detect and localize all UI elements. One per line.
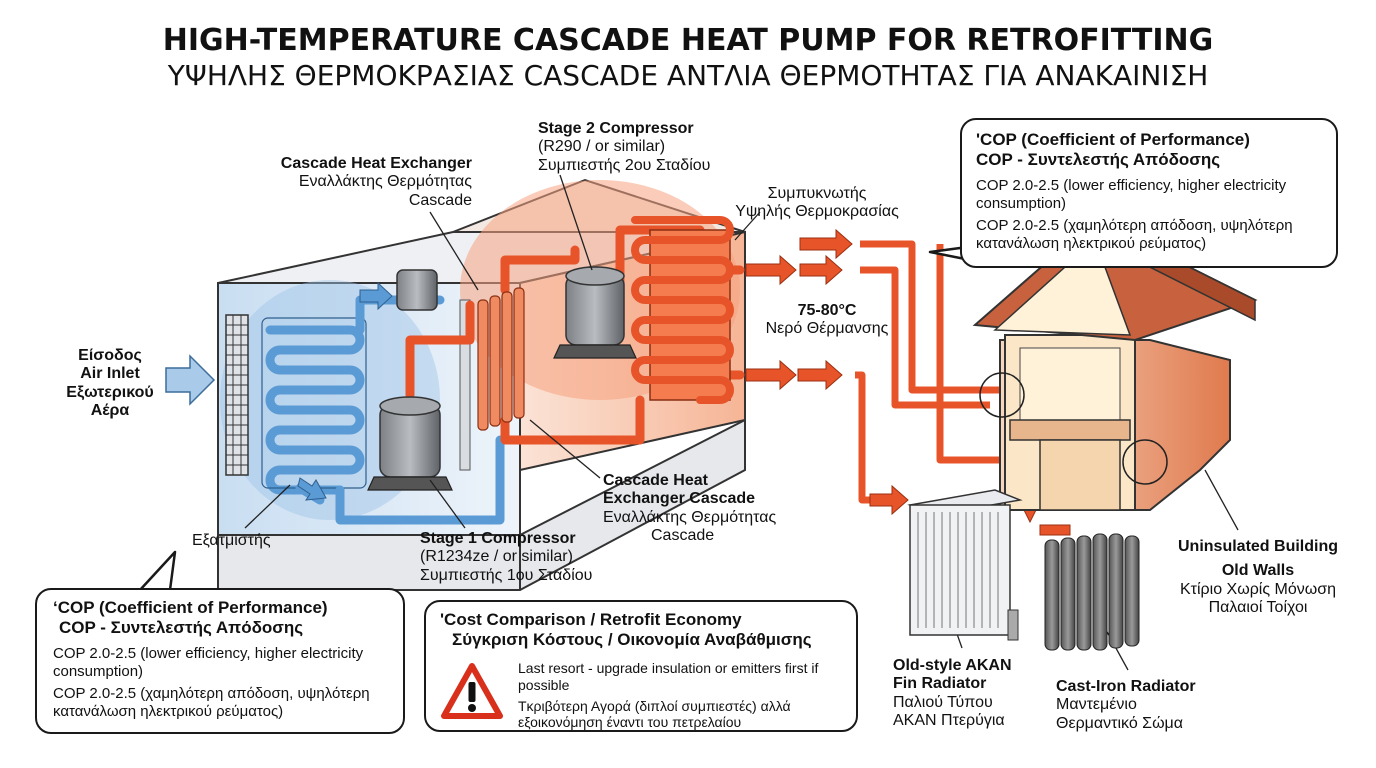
air-inlet-label: Είσοδος Air Inlet Εξωτερικού Αέρα — [66, 347, 154, 420]
stage1-compressor-label: Stage 1 Compressor (R1234ze / or similar… — [420, 530, 593, 584]
cost-heading-gr: Σύγκριση Κόστους / Οικονομία Αναβάθμισης — [452, 630, 812, 650]
cascade-hx-bottom-label: Cascade Heat Exchanger Cascade Εναλλάκτη… — [603, 472, 777, 545]
cost-text-gr: Τκριβότερη Αγορά (διπλοί συμπιεστές) αλλ… — [518, 697, 791, 731]
air-inlet-arrow — [165, 354, 216, 406]
cop-callout-bottom: ‘COP (Coefficient of Performance) COP - … — [35, 588, 405, 734]
cop-top-text-gr: COP 2.0-2.5 (χαμηλότερη απόδοση, υψηλότε… — [976, 216, 1293, 252]
cost-heading-en: 'Cost Comparison / Retrofit Economy — [440, 610, 742, 629]
akan-radiator-label: Old-style AKAN Fin Radiator Παλιού Τύπου… — [893, 657, 1012, 730]
cascade-hx-top-label: Cascade Heat Exchanger Εναλλάκτης Θερμότ… — [280, 155, 472, 209]
condenser-coil — [631, 216, 734, 404]
akan-radiator — [907, 489, 1023, 641]
cost-text-en: Last resort - upgrade insulation or emit… — [518, 660, 819, 693]
stage2-compressor-label: Stage 2 Compressor (R290 / or similar) Σ… — [538, 120, 711, 174]
cop-top-heading-en: 'COP (Coefficient of Performance) — [976, 130, 1250, 149]
cop-top-text-en: COP 2.0-2.5 (lower efficiency, higher el… — [976, 176, 1287, 212]
cascade-heat-exchanger — [477, 287, 525, 431]
hot-water-arrows — [745, 228, 853, 391]
warning-triangle-icon — [440, 662, 504, 720]
condenser-label: Συμπυκνωτής Υψηλής Θερμοκρασίας — [735, 185, 899, 221]
cascade-hx-tank — [396, 269, 438, 311]
water-temp-label: 75-80°C Νερό Θέρμανσης — [765, 302, 889, 338]
cop-bottom-text-en: COP 2.0-2.5 (lower efficiency, higher el… — [53, 644, 364, 680]
page-title: HIGH-TEMPERATURE CASCADE HEAT PUMP FOR R… — [162, 23, 1214, 58]
cast-iron-radiator — [1039, 524, 1140, 651]
stage1-compressor-body — [367, 396, 453, 491]
cost-text-block: Last resort - upgrade insulation or emit… — [518, 660, 844, 731]
evaporator-coil — [265, 325, 365, 495]
cop-callout-top: 'COP (Coefficient of Performance) COP - … — [960, 118, 1338, 268]
cost-comparison-box: 'Cost Comparison / Retrofit Economy Σύγκ… — [424, 600, 858, 732]
stage2-compressor-body — [553, 266, 637, 359]
cop-top-heading-gr: COP - Συντελεστής Απόδοσης — [976, 150, 1221, 170]
cast-iron-radiator-label: Cast-Iron Radiator Μαντεμένιο Θερμαντικό… — [1056, 678, 1196, 732]
cop-bottom-text-gr: COP 2.0-2.5 (χαμηλότερη απόδοση, υψηλότε… — [53, 684, 370, 720]
building-label: Uninsulated Building Old Walls Κτίριο Χω… — [1178, 538, 1338, 617]
cop-bottom-heading-gr: COP - Συντελεστής Απόδοσης — [59, 618, 304, 638]
page-subtitle: ΥΨΗΛΗΣ ΘΕΡΜΟΚΡΑΣΙΑΣ CASCADE ΑΝΤΛΙΑ ΘΕΡΜΟ… — [167, 59, 1209, 92]
air-inlet-grille — [225, 314, 249, 476]
cop-bottom-heading-en: ‘COP (Coefficient of Performance) — [53, 598, 328, 617]
evaporator-flow-arrows — [297, 281, 393, 501]
evaporator-label: Εξατμιστής — [192, 532, 271, 549]
